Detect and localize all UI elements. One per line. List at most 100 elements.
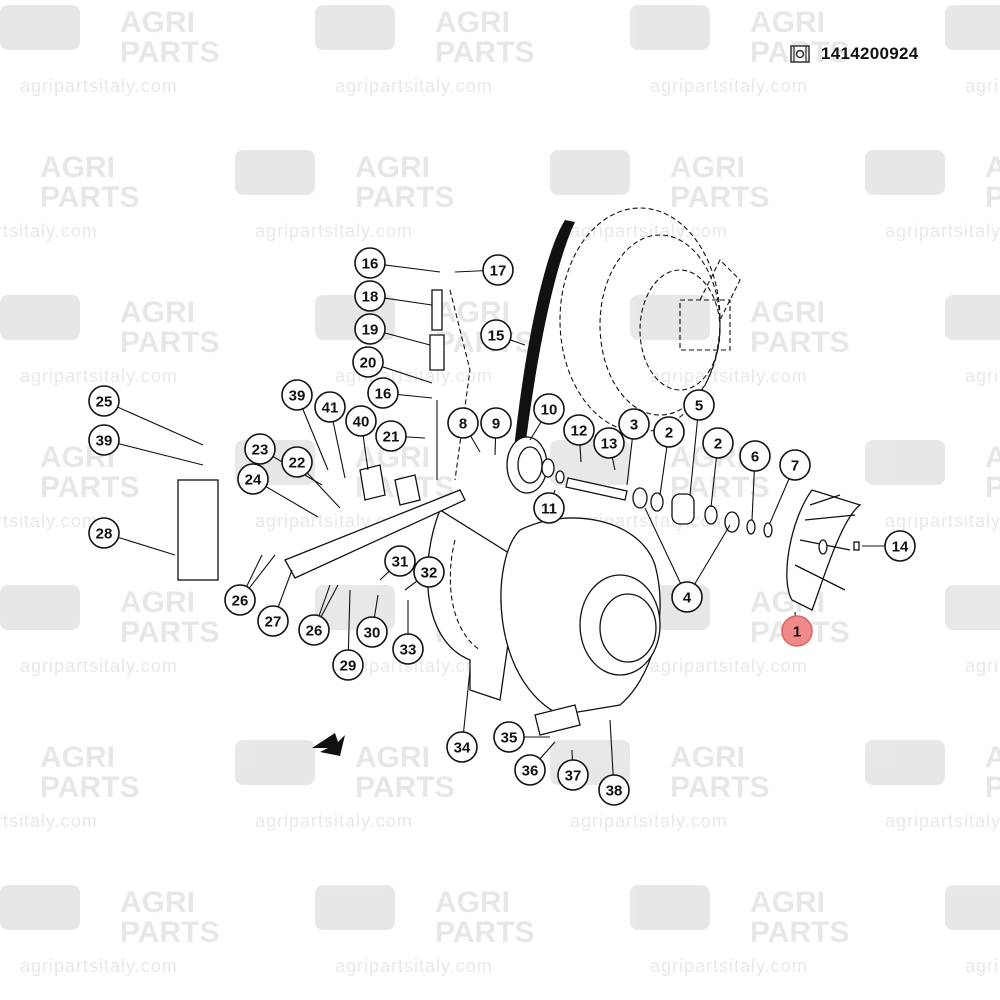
callout-7[interactable]: 7 xyxy=(779,449,811,481)
leader-line xyxy=(103,400,204,446)
callout-number: 13 xyxy=(601,436,618,453)
callout-number: 33 xyxy=(400,642,417,659)
fan-shaft xyxy=(555,470,773,538)
leader-line xyxy=(103,439,204,466)
drive-belt xyxy=(512,220,575,490)
callout-number: 35 xyxy=(501,730,518,747)
callout-25[interactable]: 25 xyxy=(88,385,120,417)
callout-number: 26 xyxy=(306,623,323,640)
callout-number: 25 xyxy=(96,394,113,411)
callout-number: 12 xyxy=(571,423,588,440)
callout-20[interactable]: 20 xyxy=(352,346,384,378)
callout-number: 27 xyxy=(265,614,282,631)
callout-31[interactable]: 31 xyxy=(384,545,416,577)
callout-3[interactable]: 3 xyxy=(618,408,650,440)
callout-30[interactable]: 30 xyxy=(356,616,388,648)
callout-number: 37 xyxy=(565,768,582,785)
callout-number: 16 xyxy=(375,386,392,403)
callout-18[interactable]: 18 xyxy=(354,280,386,312)
callout-15[interactable]: 15 xyxy=(480,319,512,351)
callout-19[interactable]: 19 xyxy=(354,313,386,345)
callout-number: 28 xyxy=(96,526,113,543)
direction-arrow-icon xyxy=(312,733,345,756)
callout-number: 6 xyxy=(751,449,759,466)
part-code: 1414200924 xyxy=(821,44,919,63)
callout-number: 10 xyxy=(541,402,558,419)
callout-number: 29 xyxy=(340,658,357,675)
fan-pulley xyxy=(506,436,555,494)
callout-21[interactable]: 21 xyxy=(375,420,407,452)
callout-number: 39 xyxy=(289,388,306,405)
callout-number: 24 xyxy=(245,472,262,489)
callout-number: 8 xyxy=(459,416,467,433)
callout-number: 30 xyxy=(364,625,381,642)
callout-33[interactable]: 33 xyxy=(392,633,424,665)
callout-35[interactable]: 35 xyxy=(493,721,525,753)
engine-pulley-dashed xyxy=(559,207,741,433)
callout-number: 18 xyxy=(362,289,379,306)
callout-1[interactable]: 1 xyxy=(781,615,813,647)
callout-38[interactable]: 38 xyxy=(598,774,630,806)
fan-housing xyxy=(426,509,661,736)
callout-number: 14 xyxy=(892,539,909,556)
callout-number: 34 xyxy=(454,740,471,757)
callout-5[interactable]: 5 xyxy=(683,389,715,421)
callout-41[interactable]: 41 xyxy=(314,391,346,423)
support-arm xyxy=(177,289,471,581)
callout-4[interactable]: 4 xyxy=(671,581,703,613)
callout-number: 21 xyxy=(383,429,400,446)
callout-number: 1 xyxy=(793,624,801,641)
callout-28[interactable]: 28 xyxy=(88,517,120,549)
callout-number: 7 xyxy=(791,458,799,475)
callout-36[interactable]: 36 xyxy=(514,754,546,786)
callout-16[interactable]: 16 xyxy=(354,247,386,279)
catalog-gear-icon xyxy=(790,45,810,63)
fan-impeller xyxy=(786,489,862,611)
callout-39[interactable]: 39 xyxy=(88,424,120,456)
callout-number: 41 xyxy=(322,400,339,417)
callout-number: 16 xyxy=(362,256,379,273)
callout-10[interactable]: 10 xyxy=(533,393,565,425)
callout-11[interactable]: 11 xyxy=(533,492,565,524)
callout-number: 11 xyxy=(541,501,557,518)
callout-32[interactable]: 32 xyxy=(413,556,445,588)
callout-13[interactable]: 13 xyxy=(593,427,625,459)
callout-number: 31 xyxy=(392,554,409,571)
callout-22[interactable]: 22 xyxy=(281,446,313,478)
callout-number: 39 xyxy=(96,433,113,450)
callout-9[interactable]: 9 xyxy=(480,407,512,439)
callout-number: 23 xyxy=(252,442,269,459)
callout-number: 19 xyxy=(362,322,379,339)
callout-17[interactable]: 17 xyxy=(482,254,514,286)
callout-26[interactable]: 26 xyxy=(298,614,330,646)
callout-2[interactable]: 2 xyxy=(702,427,734,459)
callout-40[interactable]: 40 xyxy=(345,405,377,437)
leader-line xyxy=(644,507,688,598)
callout-8[interactable]: 8 xyxy=(447,407,479,439)
callout-16[interactable]: 16 xyxy=(367,377,399,409)
callout-number: 32 xyxy=(421,565,438,582)
callout-number: 4 xyxy=(683,590,692,607)
callout-number: 26 xyxy=(232,593,249,610)
callout-number: 9 xyxy=(492,416,500,433)
callout-26[interactable]: 26 xyxy=(224,584,256,616)
callout-number: 3 xyxy=(630,417,638,434)
part-code-header: 1414200924 xyxy=(789,44,919,64)
callout-number: 5 xyxy=(695,398,703,415)
callout-2[interactable]: 2 xyxy=(653,416,685,448)
callout-27[interactable]: 27 xyxy=(257,605,289,637)
callout-34[interactable]: 34 xyxy=(446,731,478,763)
callout-14[interactable]: 14 xyxy=(884,530,916,562)
callout-12[interactable]: 12 xyxy=(563,414,595,446)
callout-number: 2 xyxy=(714,436,722,453)
callout-29[interactable]: 29 xyxy=(332,649,364,681)
callout-37[interactable]: 37 xyxy=(557,759,589,791)
callout-number: 40 xyxy=(353,414,370,431)
callout-39[interactable]: 39 xyxy=(281,379,313,411)
callout-6[interactable]: 6 xyxy=(739,440,771,472)
callout-number: 22 xyxy=(289,455,306,472)
callout-number: 17 xyxy=(490,263,507,280)
callout-number: 2 xyxy=(665,425,673,442)
callout-24[interactable]: 24 xyxy=(237,463,269,495)
callout-23[interactable]: 23 xyxy=(244,433,276,465)
